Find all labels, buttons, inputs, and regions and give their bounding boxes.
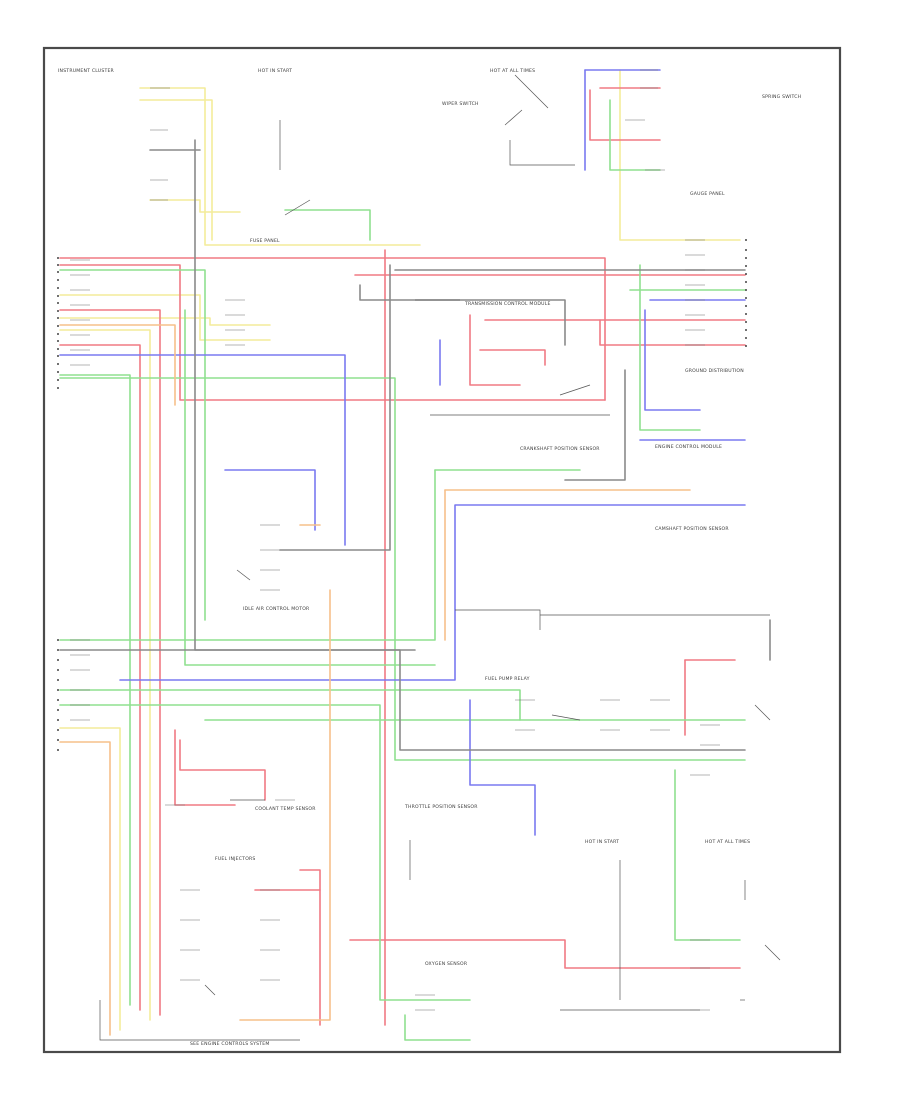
label-hot-at-all-times-bottom: HOT AT ALL TIMES <box>705 839 750 845</box>
label-hot-at-all-times-top: HOT AT ALL TIMES <box>490 68 535 74</box>
wire-code-tags <box>70 69 720 1011</box>
label-spring-switch: SPRING SWITCH <box>762 94 801 100</box>
yellow-wires <box>59 69 741 1031</box>
label-fuel-injectors: FUEL INJECTORS <box>215 856 256 862</box>
label-ground-distribution: GROUND DISTRIBUTION <box>685 368 744 374</box>
label-engine-control-module: ENGINE CONTROL MODULE <box>655 444 722 450</box>
blue-wires <box>59 69 746 836</box>
green-wires <box>59 99 746 1041</box>
label-hot-in-start-bottom: HOT IN START <box>585 839 619 845</box>
label-oxygen-sensor: OXYGEN SENSOR <box>425 961 468 967</box>
label-crankshaft-sensor: CRANKSHAFT POSITION SENSOR <box>520 446 600 452</box>
red-wires <box>59 87 746 1026</box>
label-instrument-cluster: INSTRUMENT CLUSTER <box>58 68 115 74</box>
label-gauge-panel: GAUGE PANEL <box>690 191 725 197</box>
orange-wires <box>59 324 691 1036</box>
label-fuel-pump-relay: FUEL PUMP RELAY <box>485 676 530 682</box>
label-bottom-caption: SEE ENGINE CONTROLS SYSTEM <box>190 1041 270 1047</box>
label-wiper-switch: WIPER SWITCH <box>442 101 479 107</box>
label-coolant-temp: COOLANT TEMP SENSOR <box>255 806 316 812</box>
diagram-frame <box>42 46 842 1054</box>
label-transmission-module: TRANSMISSION CONTROL MODULE <box>464 301 551 307</box>
label-throttle-position: THROTTLE POSITION SENSOR <box>404 804 478 810</box>
component-labels: INSTRUMENT CLUSTER HOT AT ALL TIMES HOT … <box>58 68 801 1047</box>
label-hot-in-start-top: HOT IN START <box>258 68 292 74</box>
label-fuse-panel: FUSE PANEL <box>250 238 280 244</box>
right-connector-pins <box>745 239 747 347</box>
label-idle-air-control: IDLE AIR CONTROL MOTOR <box>243 606 310 612</box>
label-camshaft-sensor: CAMSHAFT POSITION SENSOR <box>655 526 729 532</box>
left-connector-pins <box>57 257 59 751</box>
schematic-detail-lines <box>99 74 781 1041</box>
